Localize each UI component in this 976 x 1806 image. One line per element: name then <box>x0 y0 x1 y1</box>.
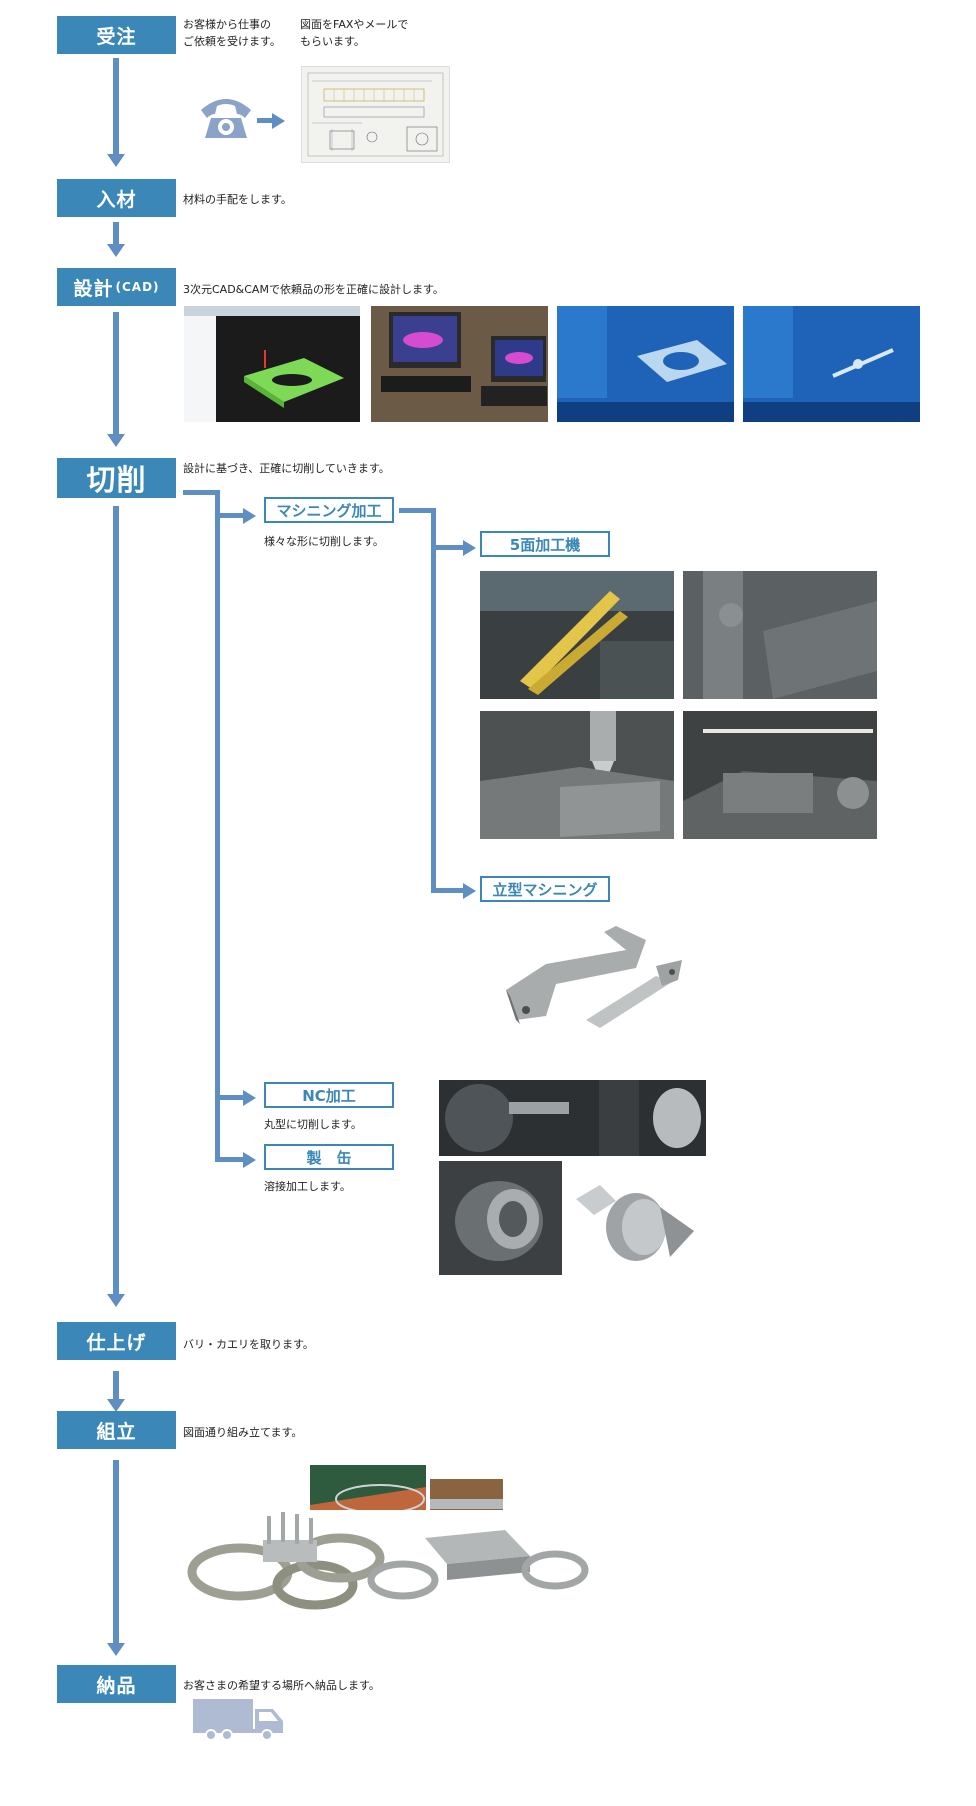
step-material: 入材 <box>57 179 176 217</box>
arrow-right-icon <box>243 1152 256 1168</box>
order-desc-fax: 図面をFAXやメールで もらいます。 <box>300 18 409 48</box>
nc-desc: 丸型に切削します。 <box>264 1118 362 1131</box>
sub-can: 製 缶 <box>264 1144 394 1170</box>
flow-line <box>113 1371 119 1401</box>
step-design: 設計(CAD) <box>57 268 176 306</box>
finishing-desc: バリ・カエリを取ります。 <box>183 1338 314 1351</box>
cad-workstation-image <box>371 306 548 422</box>
assembly-desc: 図面通り組み立てます。 <box>183 1426 303 1439</box>
step-cutting-label: 切削 <box>86 463 147 497</box>
assembly-product-image <box>185 1510 595 1630</box>
branch-line <box>431 888 465 893</box>
flow-arrow-down-icon <box>107 244 125 257</box>
step-assembly: 組立 <box>57 1411 176 1449</box>
sub-five-face-label: 5面加工機 <box>509 535 581 554</box>
arrow-right-icon <box>243 508 256 524</box>
step-delivery: 納品 <box>57 1665 176 1703</box>
material-desc: 材料の手配をします。 <box>183 193 292 206</box>
step-order-label: 受注 <box>96 25 137 48</box>
sub-nc: NC加工 <box>264 1082 394 1108</box>
fax-drawing-image <box>301 66 450 163</box>
branch-line <box>183 490 219 495</box>
arrow-right-icon <box>463 883 476 899</box>
flow-arrow-down-icon <box>107 1643 125 1656</box>
step-material-label: 入材 <box>96 188 137 211</box>
five-face-machine-image <box>480 571 674 699</box>
flow-arrow-down-icon <box>107 434 125 447</box>
branch-line <box>431 508 436 892</box>
design-desc: 3次元CAD&CAMで依頼品の形を正確に設計します。 <box>183 283 444 296</box>
arrow-right-icon <box>243 1090 256 1106</box>
flow-arrow-down-icon <box>107 1399 125 1412</box>
vertical-machined-part-image <box>486 920 686 1040</box>
nc-chuck-image <box>439 1161 562 1275</box>
branch-line <box>215 490 220 1160</box>
branch-line <box>431 545 465 550</box>
flow-line <box>113 222 119 246</box>
simulation-plate-image <box>557 306 734 422</box>
flow-line <box>113 58 119 156</box>
step-cutting: 切削 <box>57 458 176 498</box>
phone-icon <box>197 88 255 140</box>
flow-line <box>113 1460 119 1645</box>
sub-vertical: 立型マシニング <box>480 876 610 902</box>
step-order: 受注 <box>57 16 176 54</box>
machining-desc: 様々な形に切削します。 <box>264 535 384 548</box>
simulation-part-image <box>743 306 920 422</box>
sub-machining-label: マシニング加工 <box>276 501 382 520</box>
five-face-spindle-image <box>480 711 674 839</box>
arrow-right-icon <box>272 113 285 129</box>
five-face-workpiece-image <box>683 711 877 839</box>
step-finishing: 仕上げ <box>57 1322 176 1360</box>
cad-screen-image <box>184 306 360 422</box>
flow-line <box>113 312 119 436</box>
cutting-desc: 設計に基づき、正確に切削していきます。 <box>183 462 390 475</box>
nc-lathe-image <box>439 1080 706 1156</box>
sub-vertical-label: 立型マシニング <box>492 880 598 899</box>
truck-icon <box>193 1697 285 1741</box>
delivery-desc: お客さまの希望する場所へ納品します。 <box>183 1679 380 1692</box>
flow-line <box>113 506 119 1296</box>
branch-line <box>215 1095 245 1100</box>
sub-nc-label: NC加工 <box>302 1086 356 1105</box>
phone-arrow-line <box>257 118 274 123</box>
sub-five-face: 5面加工機 <box>480 531 610 557</box>
flow-arrow-down-icon <box>107 154 125 167</box>
order-desc: お客様から仕事の ご依頼を受けます。 <box>183 18 281 48</box>
step-design-label-small: (CAD) <box>115 280 160 294</box>
branch-line <box>215 513 245 518</box>
flow-arrow-down-icon <box>107 1294 125 1307</box>
step-finishing-label: 仕上げ <box>86 1331 147 1354</box>
sub-can-label: 製 缶 <box>306 1148 352 1167</box>
arrow-right-icon <box>463 540 476 556</box>
sub-machining: マシニング加工 <box>264 497 394 523</box>
step-design-label: 設計 <box>73 277 114 300</box>
branch-line <box>215 1157 245 1162</box>
nc-fitting-image <box>570 1161 706 1275</box>
step-delivery-label: 納品 <box>96 1674 137 1697</box>
can-desc: 溶接加工します。 <box>264 1180 351 1193</box>
step-assembly-label: 組立 <box>96 1420 137 1443</box>
five-face-table-image <box>683 571 877 699</box>
branch-line <box>399 508 435 513</box>
